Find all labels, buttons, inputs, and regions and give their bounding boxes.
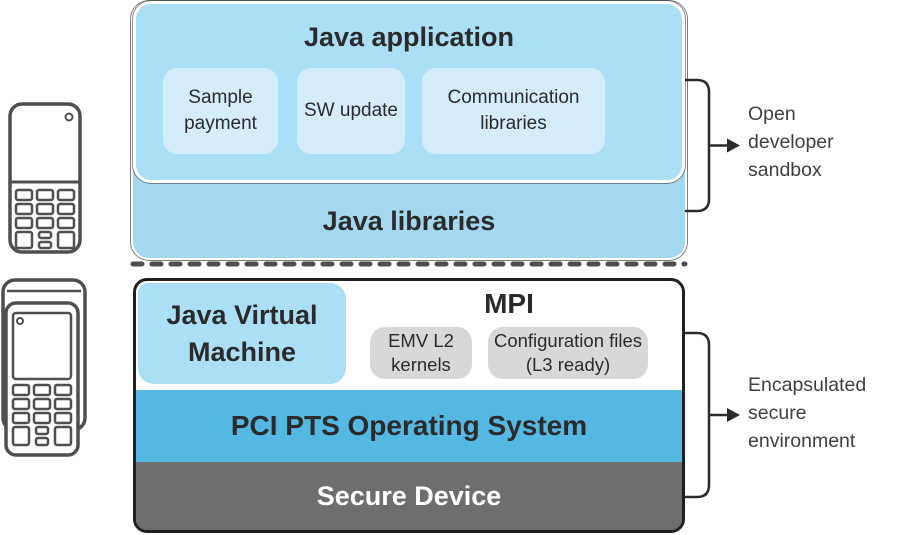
java-libraries-label: Java libraries xyxy=(322,205,496,236)
mobile-phone-icon xyxy=(8,102,82,254)
sw-update-box: SW update xyxy=(297,68,405,154)
open-developer-sandbox-label: Open developer sandbox xyxy=(748,103,834,181)
communication-libraries-box: Communication libraries xyxy=(422,68,605,154)
mpi-title: MPI xyxy=(484,288,534,319)
java-application-title: Java application xyxy=(303,22,515,52)
configuration-files-box: Configuration files (L3 ready) xyxy=(488,327,648,379)
java-libraries-container: Java application Sample payment SW updat… xyxy=(133,3,685,258)
dashed-separator xyxy=(130,261,688,267)
secure-environment-container: Java Virtual Machine MPI EMV L2 kernels … xyxy=(133,278,685,533)
secure-device-band: Secure Device xyxy=(136,462,682,530)
emv-l2-kernels-box: EMV L2 kernels xyxy=(370,327,472,379)
java-application-box: Java application Sample payment SW updat… xyxy=(136,4,682,180)
sandbox-bracket xyxy=(684,78,729,213)
secure-bracket xyxy=(684,331,729,499)
pci-pts-os-band: PCI PTS Operating System xyxy=(136,390,682,462)
payment-terminal-icon xyxy=(1,278,87,457)
encapsulated-secure-environment-label: Encapsulated secure environment xyxy=(748,374,867,452)
arrow-right-icon xyxy=(727,408,740,422)
java-virtual-machine-box: Java Virtual Machine xyxy=(138,283,346,384)
arrow-right-icon xyxy=(727,138,740,153)
sample-payment-box: Sample payment xyxy=(163,68,278,154)
